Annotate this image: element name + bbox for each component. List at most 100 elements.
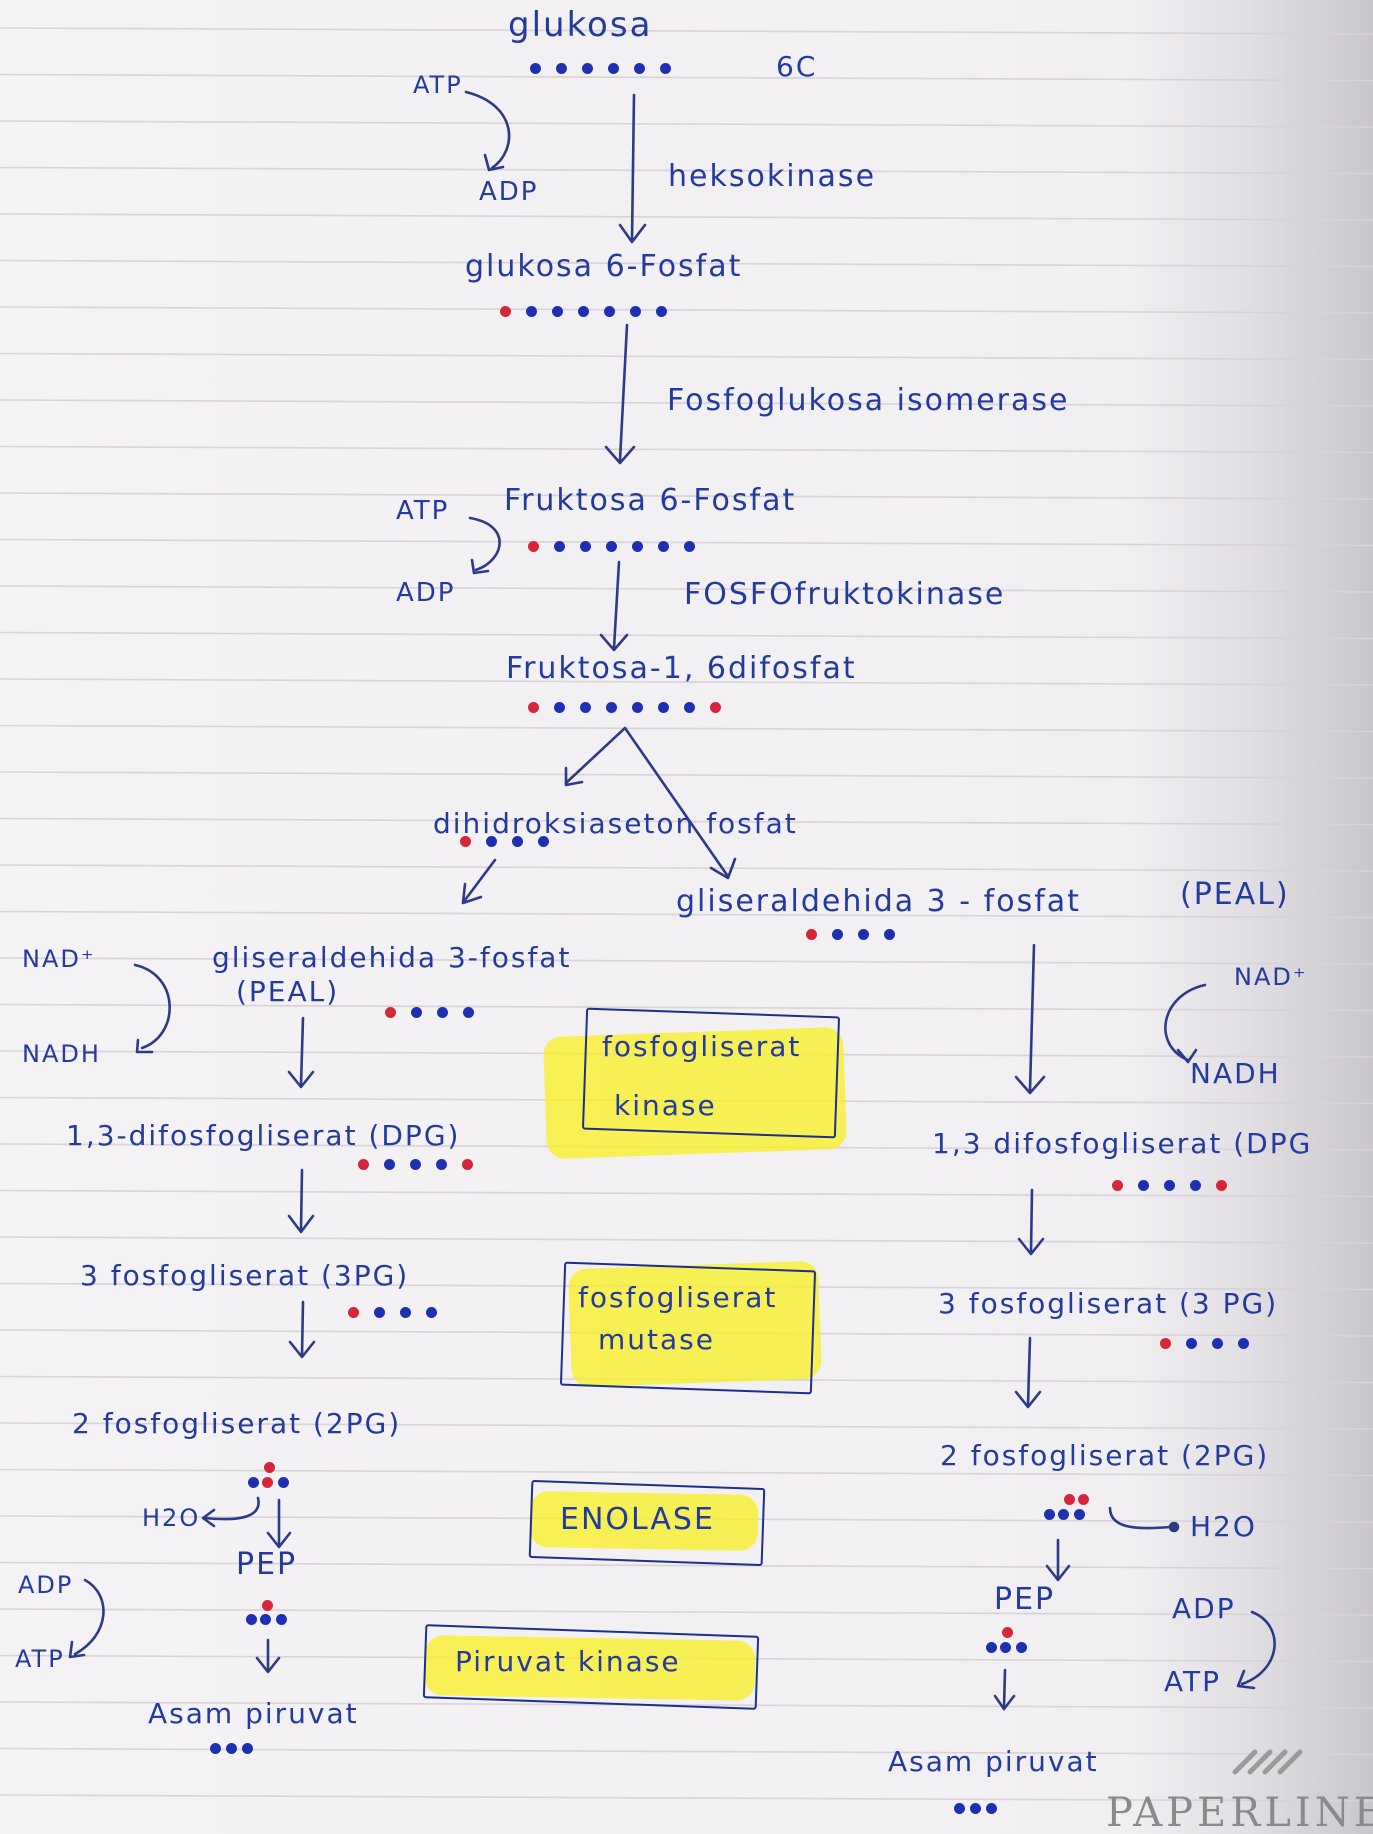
enzyme-pgm-line2: mutase xyxy=(598,1323,715,1356)
carbon-dot xyxy=(463,1007,474,1018)
carbon-dot xyxy=(606,541,617,552)
six-carbon-label: 6C xyxy=(776,50,818,83)
phosphate-dot xyxy=(710,702,721,713)
carbon-dot xyxy=(884,929,895,940)
enzyme-isomerase: Fosfoglukosa isomerase xyxy=(667,383,1070,418)
enzyme-pgk-line2: kinase xyxy=(614,1089,717,1122)
ruled-line xyxy=(0,585,1373,593)
water-arrow-right xyxy=(1108,1506,1180,1533)
arrow-down-icon xyxy=(993,1668,1016,1711)
enzyme-enolase: ENOLASE xyxy=(560,1502,715,1537)
molecule-dots-f16bp xyxy=(528,702,768,716)
piruvat-left-label: Asam piruvat xyxy=(148,1697,359,1730)
peal-right-label: (PEAL) xyxy=(1180,877,1290,912)
split-arrow-right xyxy=(623,726,737,880)
phosphate-dot xyxy=(348,1307,359,1318)
arrow-down-icon xyxy=(618,93,647,244)
carbon-dot xyxy=(658,702,669,713)
ruled-line xyxy=(0,1003,1373,1012)
carbon-dot xyxy=(384,1159,395,1170)
molecule-dots-pep-left xyxy=(240,1600,300,1636)
arrow-down-icon xyxy=(287,1016,315,1089)
ruled-line xyxy=(0,399,1373,407)
nadh-left-label: NADH xyxy=(22,1040,101,1068)
ruled-line xyxy=(0,771,1373,779)
g3p-left-label: gliseraldehida 3-fosfat xyxy=(212,941,572,974)
carbon-dot xyxy=(512,836,523,847)
molecule-dots-pg3-left xyxy=(348,1307,468,1321)
curved-arrow-icon xyxy=(468,516,501,575)
dhap-to-g3p-arrow xyxy=(461,858,497,905)
molecule-dots-dpg-right xyxy=(1112,1180,1262,1194)
ruled-line xyxy=(0,306,1373,314)
phosphate-dot xyxy=(528,541,539,552)
pep-left-label: PEP xyxy=(236,1547,298,1582)
ruled-line xyxy=(0,1236,1373,1244)
phosphate-dot xyxy=(1216,1180,1227,1191)
ruled-line xyxy=(0,724,1373,733)
pep-right-label: PEP xyxy=(994,1582,1056,1617)
carbon-dot xyxy=(634,63,645,74)
ruled-line xyxy=(0,27,1373,35)
phosphate-dot xyxy=(358,1159,369,1170)
molecule-dots-pep-right xyxy=(980,1627,1040,1663)
carbon-dot xyxy=(437,1007,448,1018)
adp-label: ADP xyxy=(396,578,456,608)
arrow-down-icon xyxy=(1017,1188,1045,1256)
enzyme-pgk-line1: fosfogliserat xyxy=(602,1030,802,1063)
glukosa-label: glukosa xyxy=(508,5,653,45)
phosphate-dot xyxy=(462,1159,473,1170)
carbon-dot xyxy=(1164,1180,1175,1191)
carbon-dot xyxy=(604,306,615,317)
carbon-dot xyxy=(486,836,497,847)
dhap-label: dihidroksiaseton fosfat xyxy=(433,807,798,840)
peal-left-label: (PEAL) xyxy=(236,975,340,1008)
ruled-line xyxy=(0,957,1373,965)
ruled-line xyxy=(0,1794,1373,1802)
carbon-dot xyxy=(556,63,567,74)
nad-right-label: NAD⁺ xyxy=(1234,963,1308,991)
pg3-right-label: 3 fosfogliserat (3 PG) xyxy=(938,1287,1279,1320)
carbon-dot xyxy=(582,63,593,74)
molecule-dots-g3p-right xyxy=(806,929,926,943)
water-arrow-left xyxy=(201,1496,260,1528)
arrow-down-icon xyxy=(1045,1538,1071,1582)
ruled-line xyxy=(0,817,1373,826)
carbon-dot xyxy=(632,702,643,713)
molecule-dots-f6p xyxy=(528,541,738,555)
nadh-right-label: NADH xyxy=(1190,1057,1281,1090)
molecule-dots-g3p-left xyxy=(385,1007,505,1021)
carbon-dot xyxy=(580,541,591,552)
carbon-dot xyxy=(658,541,669,552)
carbon-dot xyxy=(426,1307,437,1318)
carbon-dot xyxy=(554,541,565,552)
arrow-down-icon xyxy=(1014,1336,1042,1409)
carbon-dot xyxy=(436,1159,447,1170)
phosphate-dot xyxy=(460,836,471,847)
molecule-dots-dpg-left xyxy=(358,1159,508,1173)
ruled-line xyxy=(0,631,1373,640)
ruled-line xyxy=(0,352,1373,361)
phosphate-dot xyxy=(385,1007,396,1018)
adp-label: ADP xyxy=(1172,1592,1236,1625)
atp-label: ATP xyxy=(1164,1665,1221,1698)
curved-arrow-icon xyxy=(68,1578,105,1659)
carbon-dot xyxy=(374,1307,385,1318)
enzyme-pgm-line1: fosfogliserat xyxy=(578,1281,778,1314)
ruled-line xyxy=(0,73,1373,82)
carbon-dot xyxy=(858,929,869,940)
fruktosa-6-fosfat-label: Fruktosa 6-Fosfat xyxy=(504,483,797,518)
atp-label: ATP xyxy=(15,1645,65,1673)
pg3-left-label: 3 fosfogliserat (3PG) xyxy=(80,1259,410,1292)
phosphate-dot xyxy=(528,702,539,713)
curved-arrow-icon xyxy=(133,963,171,1054)
carbon-dot xyxy=(630,306,641,317)
ruled-line xyxy=(0,120,1373,128)
carbon-dot xyxy=(1238,1338,1249,1349)
water-right-label: H2O xyxy=(1190,1510,1257,1543)
dpg-left-label: 1,3-difosfogliserat (DPG) xyxy=(66,1119,461,1152)
ruled-line xyxy=(0,259,1373,268)
ruled-line xyxy=(0,910,1373,919)
carbon-dot xyxy=(411,1007,422,1018)
carbon-dot xyxy=(552,306,563,317)
